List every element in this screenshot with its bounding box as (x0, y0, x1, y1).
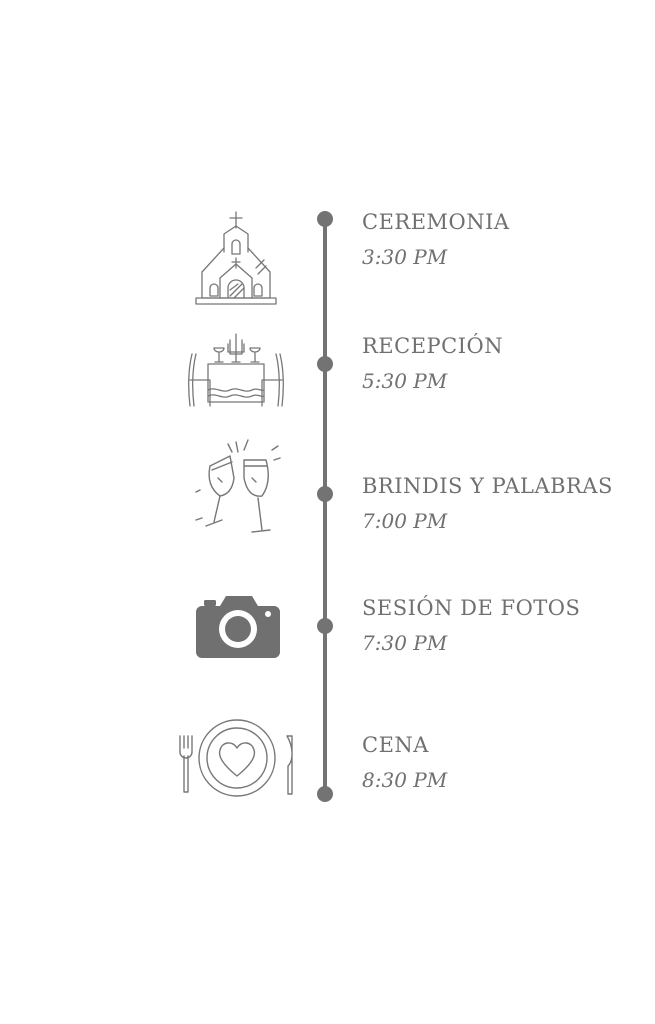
timeline-dot-cena (317, 786, 333, 802)
plate-heart-icon (179, 719, 293, 797)
event-title: BRINDIS Y PALABRAS (362, 474, 613, 498)
event-title: RECEPCIÓN (362, 334, 504, 358)
timeline-dot-fotos (317, 618, 333, 634)
event-time: 5:30 PM (362, 369, 448, 393)
church-icon (195, 211, 277, 305)
event-title: SESIÓN DE FOTOS (362, 596, 581, 620)
timeline-dot-ceremonia (317, 211, 333, 227)
event-title: CENA (362, 733, 429, 757)
timeline-dot-brindis (317, 486, 333, 502)
event-title: CEREMONIA (362, 210, 510, 234)
camera-icon (196, 596, 280, 658)
event-recepcion: RECEPCIÓN 5:30 PM (362, 334, 504, 393)
timeline-line (323, 219, 327, 794)
event-time: 7:30 PM (362, 631, 448, 655)
event-fotos: SESIÓN DE FOTOS 7:30 PM (362, 596, 581, 655)
champagne-toast-icon (195, 439, 281, 533)
timeline-dot-recepcion (317, 356, 333, 372)
event-cena: CENA 8:30 PM (362, 733, 448, 792)
event-ceremonia: CEREMONIA 3:30 PM (362, 210, 510, 269)
dinner-table-icon (188, 333, 284, 407)
event-time: 3:30 PM (362, 245, 448, 269)
event-time: 8:30 PM (362, 768, 448, 792)
event-time: 7:00 PM (362, 509, 448, 533)
event-brindis: BRINDIS Y PALABRAS 7:00 PM (362, 474, 613, 533)
